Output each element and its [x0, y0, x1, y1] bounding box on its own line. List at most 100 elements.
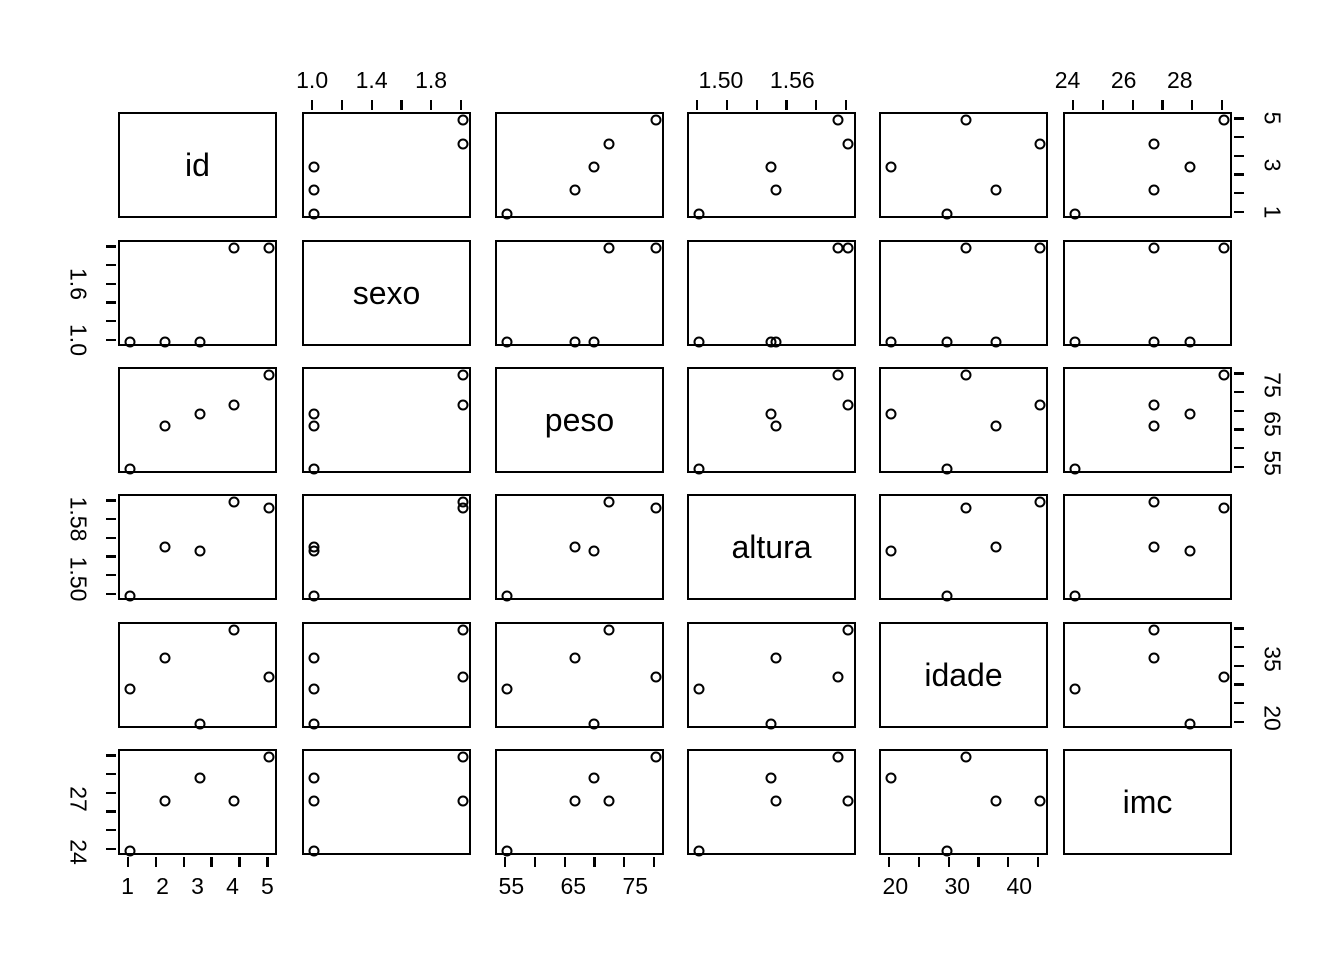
data-point	[1034, 795, 1046, 807]
axis-tick	[106, 791, 116, 794]
axis-tick	[106, 301, 116, 304]
scatter-panel-sexo-vs-idade	[302, 622, 471, 730]
axis-tick	[106, 555, 116, 558]
data-point	[124, 683, 136, 695]
scatter-panel-peso-vs-altura	[495, 494, 664, 602]
scatter-panel-idade-vs-imc	[879, 749, 1048, 857]
data-point	[765, 772, 777, 784]
variable-name-id: id	[185, 147, 210, 183]
data-point	[159, 795, 171, 807]
axis-tick	[696, 100, 699, 110]
axis-tick	[106, 264, 116, 267]
axis-tick	[917, 857, 921, 867]
axis-tick-label: 2	[156, 873, 169, 899]
data-point	[693, 463, 705, 475]
axis-tick-label: 1.56	[769, 67, 815, 93]
axis-tick	[1234, 428, 1244, 431]
axis-tick	[533, 857, 537, 867]
axis-tick	[154, 857, 157, 867]
data-point	[603, 624, 615, 636]
data-point	[832, 751, 844, 763]
data-point	[501, 336, 513, 348]
data-point	[124, 590, 136, 602]
scatter-panel-imc-vs-sexo	[1063, 240, 1232, 348]
axis-tick-label: 1.0	[65, 323, 92, 356]
variable-name-peso: peso	[544, 402, 615, 438]
axis-tick	[1234, 136, 1244, 139]
data-point	[588, 336, 600, 348]
data-point	[457, 138, 469, 150]
data-point	[990, 336, 1002, 348]
data-point	[650, 242, 662, 254]
data-point	[1184, 718, 1196, 730]
axis-tick	[1234, 465, 1244, 468]
data-point	[941, 463, 953, 475]
data-point	[885, 161, 897, 173]
data-point	[650, 671, 662, 683]
axis-tick	[266, 857, 269, 867]
data-point	[501, 845, 513, 857]
data-point	[308, 161, 320, 173]
data-point	[308, 718, 320, 730]
axis-tick-label: 3	[1259, 158, 1286, 172]
axis-tick-label: 40	[1006, 873, 1033, 899]
axis-tick	[106, 536, 116, 539]
data-point	[650, 751, 662, 763]
axis-tick	[1234, 664, 1244, 667]
data-point	[1218, 242, 1230, 254]
data-point	[765, 408, 777, 420]
axis-tick	[106, 499, 116, 502]
axis-tick	[370, 100, 373, 110]
axis-tick-label: 55	[1259, 449, 1286, 476]
scatter-panel-id-vs-sexo	[118, 240, 277, 348]
data-point	[842, 624, 854, 636]
data-point	[1148, 138, 1160, 150]
scatter-panel-sexo-vs-imc	[302, 749, 471, 857]
diagonal-panel-id: id	[118, 112, 277, 218]
axis-tick-label: 1	[1259, 205, 1286, 219]
data-point	[457, 671, 469, 683]
data-point	[159, 652, 171, 664]
scatter-panel-altura-vs-peso	[687, 367, 856, 475]
axis-tick	[1234, 210, 1244, 213]
axis-tick	[311, 100, 314, 110]
data-point	[194, 772, 205, 784]
diagonal-panel-idade: idade	[879, 622, 1048, 728]
scatter-panel-peso-vs-sexo	[495, 240, 664, 348]
data-point	[603, 138, 615, 150]
data-point	[1148, 184, 1160, 196]
axis-tick-label: 1.6	[65, 267, 92, 300]
data-point	[501, 590, 513, 602]
scatter-panel-imc-vs-peso	[1063, 367, 1232, 475]
data-point	[457, 369, 469, 381]
axis-tick-label: 75	[622, 873, 649, 899]
data-point	[1034, 242, 1046, 254]
axis-tick-label: 1.50	[65, 556, 92, 602]
data-point	[885, 545, 897, 557]
scatter-panel-id-vs-idade	[118, 622, 277, 730]
data-point	[1184, 545, 1196, 557]
data-point	[990, 795, 1002, 807]
axis-tick	[1234, 683, 1244, 686]
data-point	[885, 336, 897, 348]
scatter-panel-altura-vs-imc	[687, 749, 856, 857]
data-point	[990, 420, 1002, 432]
variable-name-altura: altura	[731, 529, 812, 565]
data-point	[832, 671, 844, 683]
data-point	[588, 545, 600, 557]
data-point	[124, 845, 136, 857]
axis-tick	[593, 857, 596, 867]
axis-tick-label: 27	[65, 786, 92, 813]
data-point	[569, 184, 581, 196]
data-point	[1148, 420, 1160, 432]
axis-tick-label: 20	[1259, 704, 1286, 731]
data-point	[457, 751, 469, 763]
data-point	[941, 208, 953, 220]
axis-tick	[106, 319, 116, 323]
data-point	[1218, 114, 1230, 126]
data-point	[770, 184, 782, 196]
scatter-panel-altura-vs-idade	[687, 622, 856, 730]
axis-tick-label: 28	[1166, 67, 1193, 93]
data-point	[1069, 463, 1081, 475]
axis-tick	[106, 754, 116, 757]
